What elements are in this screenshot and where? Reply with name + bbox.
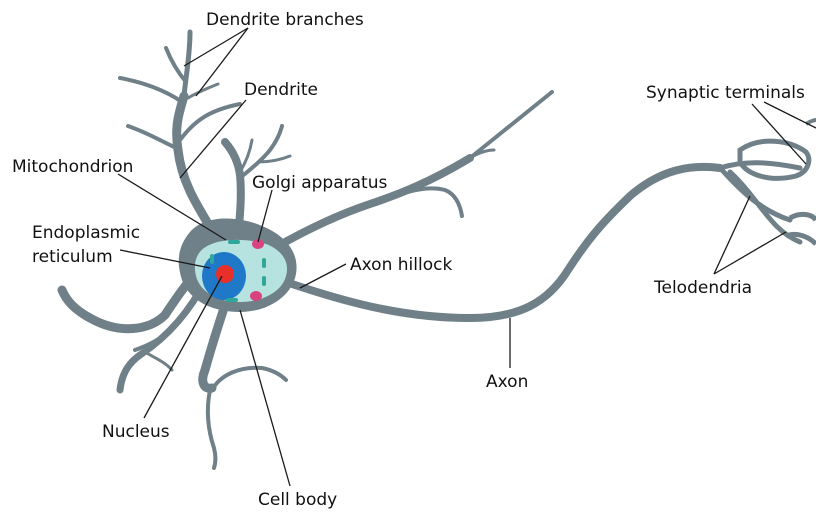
dendrite-right-lower <box>390 188 462 216</box>
dendrite-branch-left <box>120 78 182 102</box>
synaptic-terminal-1 <box>740 141 809 178</box>
nucleolus <box>216 265 234 283</box>
labels: Dendrite branches Dendrite Mitochondrion… <box>12 10 805 510</box>
er-segment-2 <box>262 276 266 286</box>
label-axon: Axon <box>486 372 528 392</box>
leader-axon-hillock <box>300 264 346 288</box>
cell-interior <box>195 239 287 302</box>
label-dendrite-branches: Dendrite branches <box>206 10 364 30</box>
leader-dendrite-branches-1 <box>184 28 248 66</box>
dendrite-trunk <box>177 96 218 240</box>
mitochondrion-shape <box>228 240 240 244</box>
dendrite-lower-arch <box>212 368 286 390</box>
label-axon-hillock: Axon hillock <box>350 255 452 275</box>
leader-telodendria-2 <box>714 232 786 274</box>
leader-dendrite-branches-2 <box>196 28 248 96</box>
golgi-shape-2 <box>250 291 262 301</box>
er-segment-4 <box>210 254 214 264</box>
synaptic-terminal-2 <box>790 214 816 220</box>
label-mitochondrion: Mitochondrion <box>12 157 133 177</box>
dendrite-right-long <box>470 92 552 158</box>
er-segment-3 <box>226 298 238 302</box>
label-endoplasmic-line1: Endoplasmic <box>32 223 140 243</box>
er-segment-1 <box>262 258 266 268</box>
leader-synaptic-2 <box>764 102 816 128</box>
dendrite-right <box>278 158 470 246</box>
dendrite-mid-branch <box>240 126 282 178</box>
label-synaptic-terminals: Synaptic terminals <box>646 83 805 103</box>
dendrite-left-branch-2 <box>145 352 172 370</box>
label-dendrite: Dendrite <box>244 80 318 100</box>
label-cell-body: Cell body <box>258 490 337 510</box>
leader-cell-body <box>240 310 290 486</box>
leader-synaptic-1 <box>752 104 806 164</box>
dendrite-branch-top-left <box>166 48 186 82</box>
dendrite-lower-tail <box>208 390 216 468</box>
dendrite-side-branch-2 <box>180 104 240 140</box>
dendrite-side-branch <box>128 126 180 150</box>
telodendria-top <box>720 163 800 168</box>
label-endoplasmic-line2: reticulum <box>32 247 113 267</box>
label-nucleus: Nucleus <box>102 422 170 442</box>
label-golgi-apparatus: Golgi apparatus <box>252 173 387 193</box>
leader-telodendria-1 <box>714 196 750 274</box>
label-telodendria: Telodendria <box>653 278 752 298</box>
